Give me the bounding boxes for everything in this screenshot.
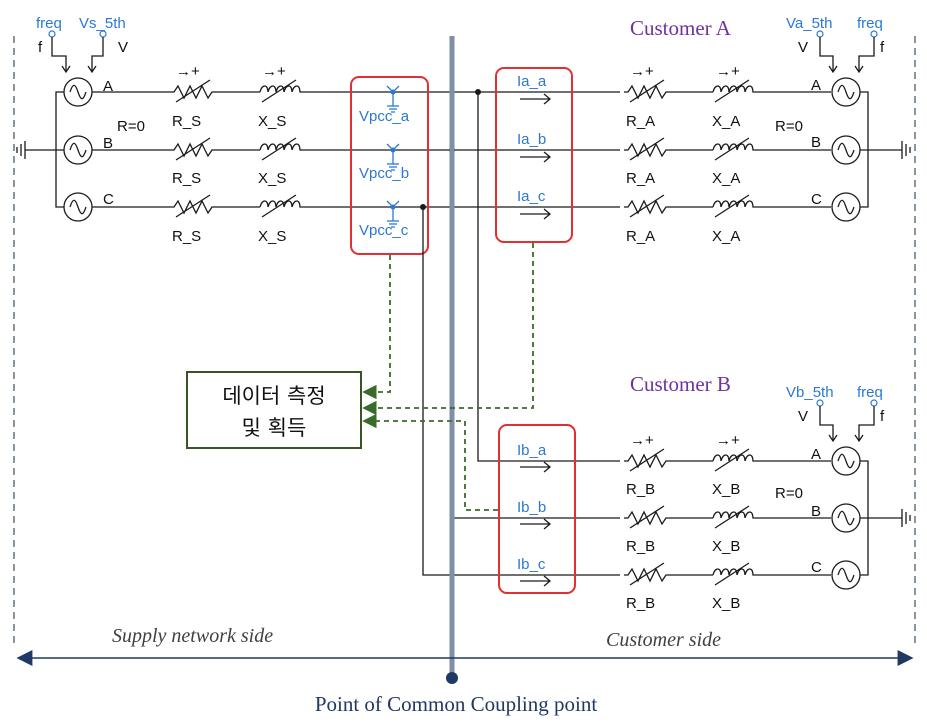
- svg-text:→+: →+: [176, 63, 200, 80]
- b-phase-c: C: [811, 559, 822, 576]
- xb-label-b: X_B: [712, 538, 740, 555]
- b-v-label: V: [798, 408, 808, 425]
- data-acquisition-box: 데이터 측정 및 획득: [186, 371, 362, 449]
- a-source-b-icon: [831, 135, 861, 165]
- xs-label-b: X_S: [258, 170, 286, 187]
- xs-label-a: X_S: [258, 113, 286, 130]
- b-vb5th-label: Vb_5th: [786, 384, 834, 401]
- supply-v-label: V: [118, 39, 128, 56]
- supply-side-label: Supply network side: [112, 625, 273, 647]
- a-va5th-label: Va_5th: [786, 15, 832, 32]
- vpcc-c-label: Vpcc_c: [359, 222, 409, 239]
- ia-c-label: Ia_c: [517, 188, 546, 205]
- ia-meter-box: [495, 67, 573, 243]
- data-box-line2: 및 획득: [242, 416, 307, 440]
- b-phase-b: B: [811, 503, 821, 520]
- b-f-label: f: [880, 408, 885, 425]
- supply-source-c-icon: [63, 192, 93, 222]
- ib-meter-box: [498, 424, 576, 594]
- xb-label-a: X_B: [712, 481, 740, 498]
- rs-label-c: R_S: [172, 228, 201, 245]
- a-ground-icon: [901, 140, 911, 160]
- svg-text:→+: →+: [630, 63, 654, 80]
- supply-phase-c: C: [103, 191, 114, 208]
- customer-side-label: Customer side: [606, 629, 721, 651]
- b-source-b-icon: [831, 503, 861, 533]
- a-phase-c: C: [811, 191, 822, 208]
- customer-b-impedances: →+ →+ R_B X_B R_B X_B R_B X_B: [623, 432, 831, 612]
- ib-c-label: Ib_c: [517, 556, 546, 573]
- supply-source-group: freq Vs_5th f V A B C R=0: [16, 15, 145, 222]
- xb-label-c: X_B: [712, 595, 740, 612]
- ia-b-label: Ia_b: [517, 131, 546, 148]
- rb-label-c: R_B: [626, 595, 655, 612]
- rs-label-b: R_S: [172, 170, 201, 187]
- ra-label-b: R_A: [626, 170, 655, 187]
- rb-label-b: R_B: [626, 538, 655, 555]
- supply-phase-b: B: [103, 135, 113, 152]
- supply-source-a-icon: [63, 77, 93, 107]
- a-freq-label: freq: [857, 15, 883, 32]
- pcc-label: Point of Common Coupling point: [315, 692, 598, 716]
- customer-b-current-meters: Ib_a Ib_b Ib_c: [498, 424, 576, 594]
- ia-a-label: Ia_a: [517, 73, 547, 90]
- pcc-point-icon: [446, 672, 458, 684]
- voltage-meter-box: [350, 76, 429, 255]
- svg-text:→+: →+: [630, 432, 654, 449]
- customer-a-title: Customer A: [630, 16, 732, 40]
- b-ground-icon: [901, 508, 911, 528]
- ra-label-a: R_A: [626, 113, 655, 130]
- b-source-a-icon: [831, 446, 861, 476]
- customer-a-current-meters: Ia_a Ia_b Ia_c: [495, 67, 573, 243]
- customer-a-source-group: Customer A Va_5th freq V f A B C R=0: [630, 15, 911, 222]
- a-source-a-icon: [831, 77, 861, 107]
- svg-text:→+: →+: [716, 63, 740, 80]
- xa-label-b: X_A: [712, 170, 740, 187]
- vpcc-b-label: Vpcc_b: [359, 165, 409, 182]
- b-freq-label: freq: [857, 384, 883, 401]
- customer-a-impedances: →+ →+ R_A X_A R_A X_A R_A X_A: [623, 63, 831, 245]
- customer-b-source-group: Customer B Vb_5th freq V f A B C R=0: [630, 372, 911, 590]
- data-box-line1: 데이터 측정: [222, 384, 325, 408]
- ib-a-label: Ib_a: [517, 442, 547, 459]
- vpcc-a-label: Vpcc_a: [359, 108, 410, 125]
- a-phase-a: A: [811, 77, 821, 94]
- supply-source-b-icon: [63, 135, 93, 165]
- xa-label-a: X_A: [712, 113, 740, 130]
- measurement-signal-lines: [362, 243, 534, 511]
- rb-label-a: R_B: [626, 481, 655, 498]
- supply-freq-label: freq: [36, 15, 62, 32]
- customer-b-title: Customer B: [630, 372, 731, 396]
- supply-f-label: f: [38, 39, 43, 56]
- supply-phase-wires: →+ →+ R_S X_S R_S X_S R_S X_S: [92, 63, 620, 245]
- a-r0-label: R=0: [775, 118, 803, 135]
- supply-ground-icon: [16, 140, 26, 160]
- ib-b-label: Ib_b: [517, 499, 546, 516]
- a-source-c-icon: [831, 192, 861, 222]
- a-phase-b: B: [811, 134, 821, 151]
- ra-label-c: R_A: [626, 228, 655, 245]
- supply-r0-label: R=0: [117, 118, 145, 135]
- rs-label-a: R_S: [172, 113, 201, 130]
- xs-label-c: X_S: [258, 228, 286, 245]
- b-source-c-icon: [831, 560, 861, 590]
- supply-vs5th-label: Vs_5th: [79, 15, 126, 32]
- svg-text:→+: →+: [262, 63, 286, 80]
- svg-text:→+: →+: [716, 432, 740, 449]
- a-v-label: V: [798, 39, 808, 56]
- supply-phase-a: A: [103, 78, 113, 95]
- a-f-label: f: [880, 39, 885, 56]
- voltage-meter-group: Vpcc_a Vpcc_b Vpcc_c: [350, 76, 429, 255]
- b-r0-label: R=0: [775, 485, 803, 502]
- xa-label-c: X_A: [712, 228, 740, 245]
- b-phase-a: A: [811, 446, 821, 463]
